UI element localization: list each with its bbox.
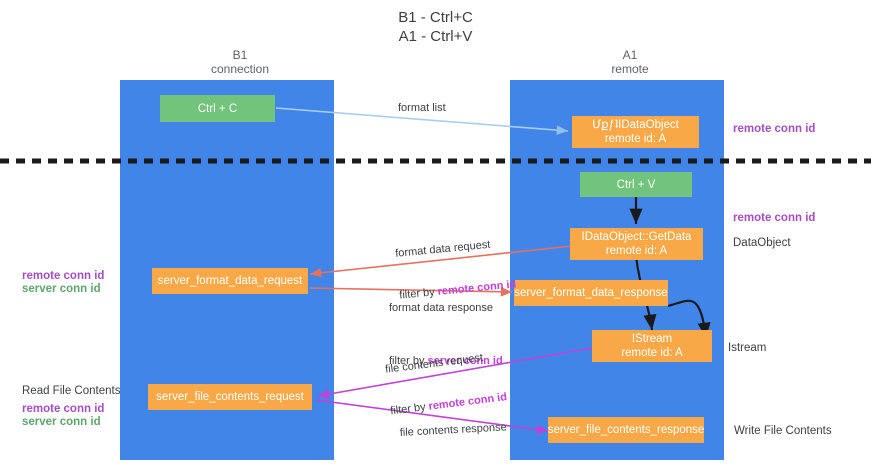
column-header-a1: A1 remote — [611, 48, 649, 76]
node-ctrl-c[interactable]: Ctrl + C — [160, 95, 275, 122]
edge-format-data-response — [309, 286, 513, 297]
edge-label-format-data-response: format data response — [389, 302, 493, 314]
node-idataobject[interactable]: ՄքƒʇIDataObject remote id: A — [572, 116, 699, 148]
label-left-remote-conn-id: remote conn id — [22, 270, 105, 282]
node-getdata-line2: remote id: A — [605, 245, 668, 257]
node-server-format-data-response[interactable]: server_format_data_response — [514, 280, 668, 306]
label-left-server-conn-id: server conn id — [22, 283, 101, 295]
node-istream-line2: remote id: A — [621, 347, 683, 359]
edge-label-format-data-response-filter: filter by server conn id — [389, 355, 503, 367]
page-title: B1 - Ctrl+C A1 - Ctrl+V — [398, 9, 473, 45]
edge-label-format-data-request: format data request — [394, 238, 491, 260]
label-write-file-contents: Write File Contents — [734, 425, 832, 437]
label-left-server-conn-id-2: server conn id — [22, 416, 101, 428]
edge-label-format-list: format list — [398, 102, 446, 114]
node-getdata[interactable]: IDataObject::GetData remote id: A — [570, 228, 703, 260]
render-artifact-glyphs: Մքƒʇ — [592, 119, 619, 131]
node-istream-line1: IStream — [631, 333, 673, 345]
edge-format-list — [275, 107, 569, 135]
node-istream[interactable]: IStream remote id: A — [592, 330, 712, 362]
node-server-format-data-response-label: server_format_data_response — [514, 287, 668, 299]
edge-response-to-istream — [667, 299, 711, 339]
node-server-file-contents-request-label: server_file_contents_request — [156, 391, 304, 403]
node-ctrl-v-label: Ctrl + V — [616, 178, 656, 191]
label-remote-conn-id-mid: remote conn id — [733, 212, 816, 224]
edge-file-contents-response — [315, 399, 549, 435]
edge-label-file-contents-request: file contents request — [384, 351, 484, 376]
node-server-file-contents-response[interactable]: server_file_contents_response — [548, 417, 704, 443]
node-ctrl-v[interactable]: Ctrl + V — [580, 172, 692, 197]
edge-label-file-contents-response: file contents response — [399, 421, 508, 439]
label-istream: Istream — [728, 342, 767, 354]
label-dataobject: DataObject — [733, 237, 791, 249]
label-read-file-contents: Read File Contents — [22, 385, 121, 397]
node-server-format-data-request-label: server_format_data_request — [157, 275, 303, 287]
node-server-file-contents-response-label: server_file_contents_response — [547, 424, 705, 436]
node-server-format-data-request[interactable]: server_format_data_request — [152, 268, 308, 294]
node-getdata-line1: IDataObject::GetData — [581, 231, 692, 243]
label-remote-conn-id-top: remote conn id — [733, 123, 816, 135]
edge-file-contents-request — [317, 347, 593, 399]
node-idataobject-line2: remote id: A — [604, 133, 667, 145]
column-header-b1: B1 connection — [210, 48, 270, 76]
edge-format-data-request — [309, 245, 573, 278]
node-server-file-contents-request[interactable]: server_file_contents_request — [148, 384, 312, 410]
node-idataobject-line1: ՄքƒʇIDataObject — [592, 119, 679, 131]
label-left-remote-conn-id-2: remote conn id — [22, 403, 105, 415]
node-ctrl-c-label: Ctrl + C — [197, 102, 238, 115]
